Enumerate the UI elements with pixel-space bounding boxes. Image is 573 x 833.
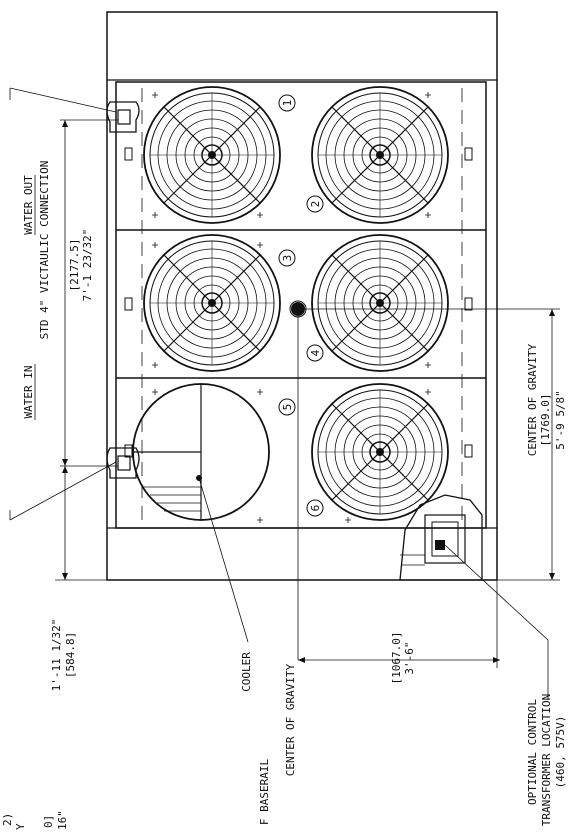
svg-text:STD 4" VICTAULIC CONNECTION: STD 4" VICTAULIC CONNECTION (38, 161, 51, 340)
fan-6 (311, 383, 449, 521)
unit-outline (106, 11, 498, 581)
svg-text:5'-9 5/8": 5'-9 5/8" (554, 390, 567, 450)
label-baserail: F BASERAIL (258, 759, 271, 826)
label-cg2-ft: 5'-9 5/8" (554, 390, 567, 450)
svg-text:[584.8]: [584.8] (64, 632, 77, 678)
svg-text:3'-6": 3'-6" (403, 641, 416, 674)
svg-text:2: 2 (309, 201, 322, 208)
label-cooler: COOLER (240, 652, 253, 692)
svg-text:2): 2) (1, 813, 14, 826)
cross-marks (152, 92, 431, 523)
label-frag-3: 0] (42, 815, 55, 828)
label-cg2-mm: [1769.0] (539, 394, 552, 447)
svg-text:CENTER OF GRAVITY: CENTER OF GRAVITY (284, 663, 297, 776)
label-frag-2: Y (14, 823, 27, 830)
svg-text:3: 3 (281, 255, 294, 262)
svg-text:7'-1 23/32": 7'-1 23/32" (81, 229, 94, 302)
svg-text:F BASERAIL: F BASERAIL (258, 759, 271, 826)
label-xfmr-3: (460, 575V) (554, 716, 567, 789)
fan-number-3: 3 (278, 249, 296, 267)
svg-text:COOLER: COOLER (240, 652, 253, 692)
cooler-body (132, 383, 270, 521)
label-frag-1: 2) (1, 813, 14, 826)
svg-text:TRANSFORMER LOCATION: TRANSFORMER LOCATION (540, 694, 553, 826)
fan-number-6: 6 (306, 499, 324, 517)
label-water-in: WATER IN (22, 364, 36, 420)
svg-text:[1067.0]: [1067.0] (390, 632, 403, 685)
water-connection-bottom (106, 447, 140, 479)
dimension-lines (9, 87, 560, 700)
fan-4 (311, 234, 449, 372)
label-xfmr-1: OPTIONAL CONTROL (526, 699, 539, 805)
label-left-mm: [584.8] (64, 632, 77, 678)
fan-3 (143, 234, 281, 372)
fan-number-1: 1 (278, 94, 296, 112)
label-left-ft: 1'-11 1/32" (50, 619, 63, 692)
svg-text:[2177.5]: [2177.5] (68, 239, 81, 292)
fan-number-5: 5 (278, 398, 296, 416)
label-cg2: CENTER OF GRAVITY (526, 343, 539, 456)
svg-text:[1769.0]: [1769.0] (539, 394, 552, 447)
fan-2 (311, 86, 449, 224)
water-connection-top (106, 101, 140, 133)
label-cg: CENTER OF GRAVITY (284, 663, 297, 776)
svg-text:16": 16" (56, 810, 69, 830)
svg-text:6: 6 (309, 505, 322, 512)
svg-text:CENTER OF GRAVITY: CENTER OF GRAVITY (526, 343, 539, 456)
label-conn-mm: [2177.5] (68, 239, 81, 292)
label-xfmr-2: TRANSFORMER LOCATION (540, 694, 553, 826)
svg-text:1'-11 1/32": 1'-11 1/32" (50, 619, 63, 692)
label-frag-4: 16" (56, 810, 69, 830)
svg-text:5: 5 (281, 404, 294, 411)
svg-text:OPTIONAL CONTROL: OPTIONAL CONTROL (526, 699, 539, 805)
svg-text:WATER IN: WATER IN (22, 366, 35, 419)
fan-number-4: 4 (306, 344, 324, 362)
svg-text:4: 4 (309, 349, 322, 356)
svg-text:1: 1 (281, 100, 294, 107)
svg-text:Y: Y (14, 823, 27, 830)
svg-text:WATER OUT: WATER OUT (22, 175, 35, 235)
svg-text:(460, 575V): (460, 575V) (554, 716, 567, 789)
label-cg-ft: 3'-6" (403, 641, 416, 674)
transformer-housing (399, 494, 483, 581)
label-conn-ft: 7'-1 23/32" (81, 229, 94, 302)
fan-number-2: 2 (306, 195, 324, 213)
fan-1 (143, 86, 281, 224)
side-markers (124, 147, 473, 458)
svg-text:0]: 0] (42, 815, 55, 828)
label-cg-mm: [1067.0] (390, 632, 403, 685)
label-connection: STD 4" VICTAULIC CONNECTION (38, 161, 51, 340)
label-water-out: WATER OUT (22, 175, 36, 235)
